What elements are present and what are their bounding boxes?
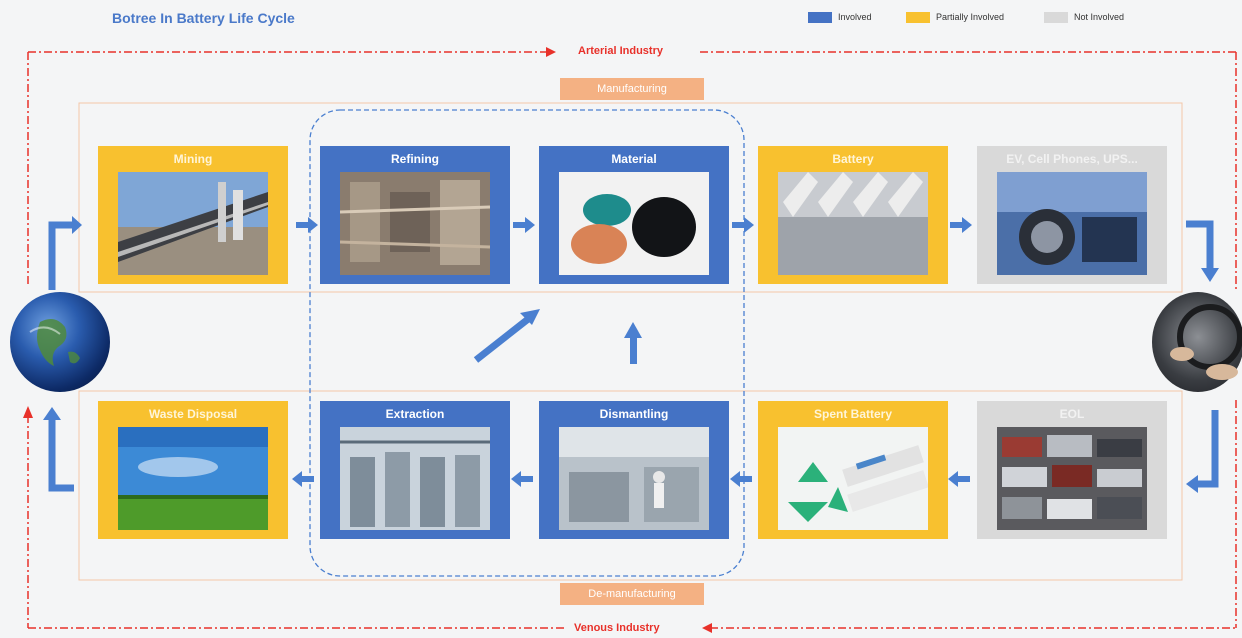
stage-label-mining: Mining: [173, 152, 213, 166]
venous-arrowhead: [702, 623, 712, 633]
dismantling-photo: [559, 427, 709, 530]
stage-label-spent-battery: Spent Battery: [813, 407, 893, 421]
stage-label-ev-phones-ups: EV, Cell Phones, UPS...: [1006, 152, 1138, 166]
bottom-row-arrows: [292, 471, 970, 487]
stage-card-refining: Refining: [320, 146, 510, 284]
stage-card-eol: EOL: [977, 401, 1167, 539]
arterial-arrowhead: [546, 47, 556, 57]
arterial-loop: [27, 51, 1237, 629]
stage-label-waste-disposal: Waste Disposal: [148, 407, 238, 421]
ev-photo: [997, 172, 1147, 275]
stage-card-mining: Mining: [98, 146, 288, 284]
left-loop-arrowhead: [23, 406, 33, 418]
left-cycle-arrows: [48, 221, 74, 492]
refining-photo: [340, 172, 490, 275]
stage-card-waste-disposal: Waste Disposal: [98, 401, 288, 539]
stage-card-spent-battery: Spent Battery: [758, 401, 948, 539]
stage-card-ev-phones-ups: EV, Cell Phones, UPS...: [977, 146, 1167, 284]
material-photo: [559, 172, 709, 275]
mining-photo: [118, 172, 268, 275]
top-row-arrows: [296, 217, 972, 233]
stage-card-material: Material: [539, 146, 729, 284]
stage-label-battery: Battery: [832, 152, 874, 166]
recycle-up-arrows: [473, 309, 642, 364]
legend-swatch-partial: [906, 12, 930, 23]
legend-swatch-involved: [808, 12, 832, 23]
stage-card-battery: Battery: [758, 146, 948, 284]
stage-label-eol: EOL: [1059, 407, 1085, 421]
diagram-title: Botree In Battery Life Cycle: [112, 10, 295, 26]
demanufacturing-tag: De-manufacturing: [560, 583, 704, 605]
venous-industry-label: Venous Industry: [574, 622, 660, 634]
manufacturing-frame: [78, 102, 1183, 293]
legend-label-involved: Involved: [838, 12, 872, 22]
driver-photo: [1152, 292, 1242, 392]
right-cycle-arrows: [1186, 220, 1219, 488]
extraction-photo: [340, 427, 490, 530]
legend-label-not-involved: Not Involved: [1074, 12, 1125, 22]
arterial-industry-label: Arterial Industry: [578, 45, 663, 57]
stage-label-material: Material: [611, 152, 657, 166]
demanufacturing-frame: [78, 390, 1183, 581]
legend-swatch-not-involved: [1044, 12, 1068, 23]
stage-label-dismantling: Dismantling: [599, 407, 669, 421]
eol-scrapyard-photo: [997, 427, 1147, 530]
battery-photo: [778, 172, 928, 275]
legend-label-partial: Partially Involved: [936, 12, 1005, 22]
stage-card-dismantling: Dismantling: [539, 401, 729, 539]
earth-globe-image: [10, 292, 110, 392]
stage-card-extraction: Extraction: [320, 401, 510, 539]
waste-disposal-photo: [118, 427, 268, 530]
stage-label-extraction: Extraction: [385, 407, 445, 421]
spent-battery-photo: [778, 427, 928, 530]
stage-label-refining: Refining: [391, 152, 439, 166]
manufacturing-tag: Manufacturing: [560, 78, 704, 100]
core-scope-box: [309, 109, 745, 577]
